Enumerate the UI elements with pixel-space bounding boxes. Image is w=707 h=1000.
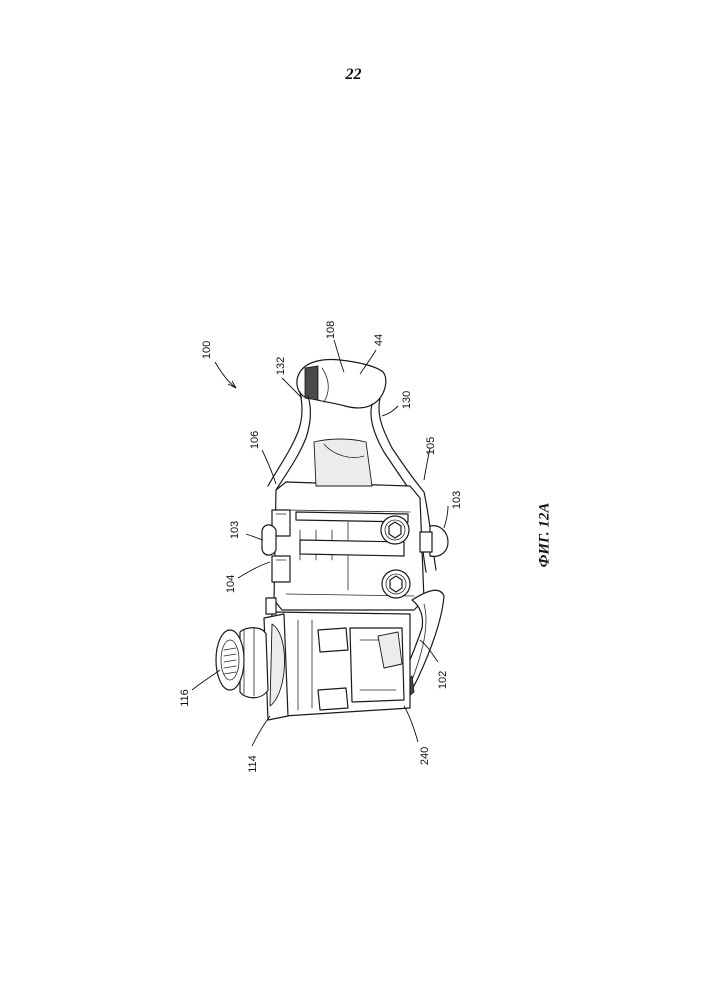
ref-105: 105 (425, 437, 437, 455)
ref-114: 114 (247, 755, 259, 773)
figure-caption: ФИГ. 12A (537, 503, 554, 568)
ref-240: 240 (419, 747, 431, 765)
pin-head-left (262, 525, 276, 555)
ref-132: 132 (275, 357, 287, 375)
ref-103-left: 103 (229, 521, 241, 539)
base-block (264, 612, 410, 720)
ref-106: 106 (249, 431, 261, 449)
ref-108: 108 (325, 321, 337, 339)
ref-103-right: 103 (451, 491, 463, 509)
socket-screw-upper (381, 516, 409, 544)
ref-104: 104 (225, 575, 237, 593)
ref-100: 100 (201, 341, 213, 359)
ref-116: 116 (179, 689, 191, 707)
pin-head-right (420, 526, 448, 557)
adjustment-knob (216, 628, 268, 698)
ref-44: 44 (373, 334, 385, 346)
top-pin (266, 598, 276, 614)
ref-130: 130 (401, 391, 413, 409)
ref-102: 102 (437, 671, 449, 689)
socket-screw-lower (382, 570, 410, 598)
jaw-tip (297, 360, 386, 408)
